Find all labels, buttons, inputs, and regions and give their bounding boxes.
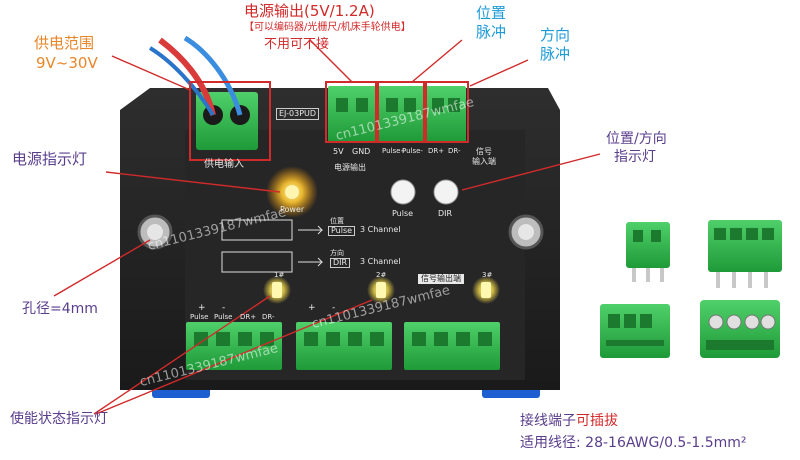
board-pin-gnd: GND (352, 147, 371, 156)
board-channel-1: 3 Channel (360, 225, 401, 234)
pointer-pulse (411, 39, 463, 83)
opto-block-2 (221, 251, 293, 273)
highlight-pulse (375, 81, 427, 143)
direction-pulse-line-2: 脉冲 (540, 45, 571, 63)
dir-led (433, 179, 459, 205)
wire-red (158, 37, 216, 116)
enable-indicator-label: 使能状态指示灯 (10, 411, 108, 427)
position-pulse-line-2: 脉冲 (476, 23, 507, 41)
pointer-enable-led-2 (95, 299, 373, 415)
enable-led-1 (272, 282, 282, 298)
opto-block-1 (221, 219, 293, 241)
bottom-pin-sign-1: + (198, 303, 206, 313)
board-channel-no-3: 3# (482, 271, 493, 279)
board-signal-input-1: 信号 (476, 147, 492, 156)
mount-hole-right-inner (518, 224, 534, 240)
pointer-enable-led (93, 295, 271, 415)
wire-blue (183, 35, 243, 116)
bottom-terminals (186, 322, 500, 370)
board-pos-title: 位置 (330, 217, 344, 225)
signal-arrow-1 (298, 225, 324, 235)
loose-plug-2 (708, 220, 782, 288)
power-output-note: 【可以编码器/光栅尺/机床手轮供电】 (244, 22, 411, 33)
loose-plug-3 (600, 304, 670, 358)
wire-blue-2 (148, 46, 215, 117)
board-power-led-label: Power (280, 205, 305, 214)
direction-pulse-line-1: 方向 (540, 26, 571, 44)
board-power-input: 供电输入 (204, 159, 244, 170)
board-pin-5v: 5V (333, 147, 344, 156)
terminal-pluggable-label: 接线端子可插拔 (520, 414, 618, 428)
enable-led-3 (481, 282, 491, 298)
highlight-dir (423, 81, 469, 143)
enable-led-2 (376, 282, 386, 298)
power-output-title: 电源输出(5V/1.2A) (244, 2, 375, 20)
terminal-pluggable-highlight: 可插拔 (576, 413, 618, 429)
loose-plug-1 (626, 222, 670, 282)
hole-diameter-label: 孔径=4mm (22, 301, 98, 317)
board-pulse-led-label: Pulse (392, 209, 414, 218)
board-pin-pulse-plus: Pulse+ (382, 147, 407, 155)
board-pulse-box: Pulse (328, 226, 356, 236)
supply-range-value: 9V~30V (36, 54, 98, 72)
pointer-pos-dir-led (461, 153, 601, 191)
board-dir-title: 方向 (330, 249, 344, 257)
pointer-supply (111, 55, 191, 91)
board-dir-led-label: DIR (438, 209, 453, 218)
signal-arrow-2 (298, 257, 324, 267)
pos-dir-indicator-line-2: 指示灯 (614, 149, 656, 165)
board-output-caption: 信号输出端 (418, 274, 464, 284)
pointer-power-led (105, 171, 281, 193)
bottom-pin-sign-2: - (222, 303, 226, 313)
wire-gauge-label: 适用线径: 28-16AWG/0.5-1.5mm² (520, 435, 747, 451)
bottom-pin-sign-3: + (308, 303, 316, 313)
board-channel-no-1: 1# (274, 271, 285, 279)
board-model: EJ-03PUD (276, 108, 320, 120)
bottom-pin-name-1: Pulse (190, 313, 209, 321)
mount-hole-left-inner (147, 224, 163, 240)
power-indicator-label: 电源指示灯 (12, 150, 88, 168)
bottom-pin-name-3: DR+ (240, 313, 257, 321)
pos-dir-indicator-line-1: 位置/方向 (606, 131, 667, 147)
bottom-pin-name-4: DR- (262, 313, 275, 321)
terminal-pluggable-prefix: 接线端子 (520, 413, 576, 429)
pointer-dir (469, 59, 529, 87)
highlight-power-input (189, 81, 271, 161)
board-pin-dr-minus: DR- (448, 147, 461, 155)
bottom-pin-name-2: Pulse (214, 313, 233, 321)
board-pin-dr-plus: DR+ (428, 147, 445, 155)
power-output-optional: 不用可不接 (264, 37, 330, 52)
supply-range-label: 供电范围 (34, 34, 95, 52)
position-pulse-line-1: 位置 (476, 4, 507, 22)
power-led (285, 185, 299, 199)
loose-plug-4 (700, 300, 780, 358)
bottom-pin-sign-4: - (332, 303, 336, 313)
board-power-output: 电源输出 (334, 163, 366, 172)
top-terminal-row (328, 86, 466, 142)
board-dir-box: DIR (330, 258, 351, 268)
pulse-led (390, 179, 416, 205)
board-signal-input-2: 输入端 (472, 157, 496, 166)
pointer-power-output (309, 39, 353, 83)
pointer-hole (53, 239, 151, 297)
board-channel-no-2: 2# (376, 271, 387, 279)
board-channel-2: 3 Channel (360, 257, 401, 266)
board-pin-pulse-minus: Pulse- (402, 147, 423, 155)
